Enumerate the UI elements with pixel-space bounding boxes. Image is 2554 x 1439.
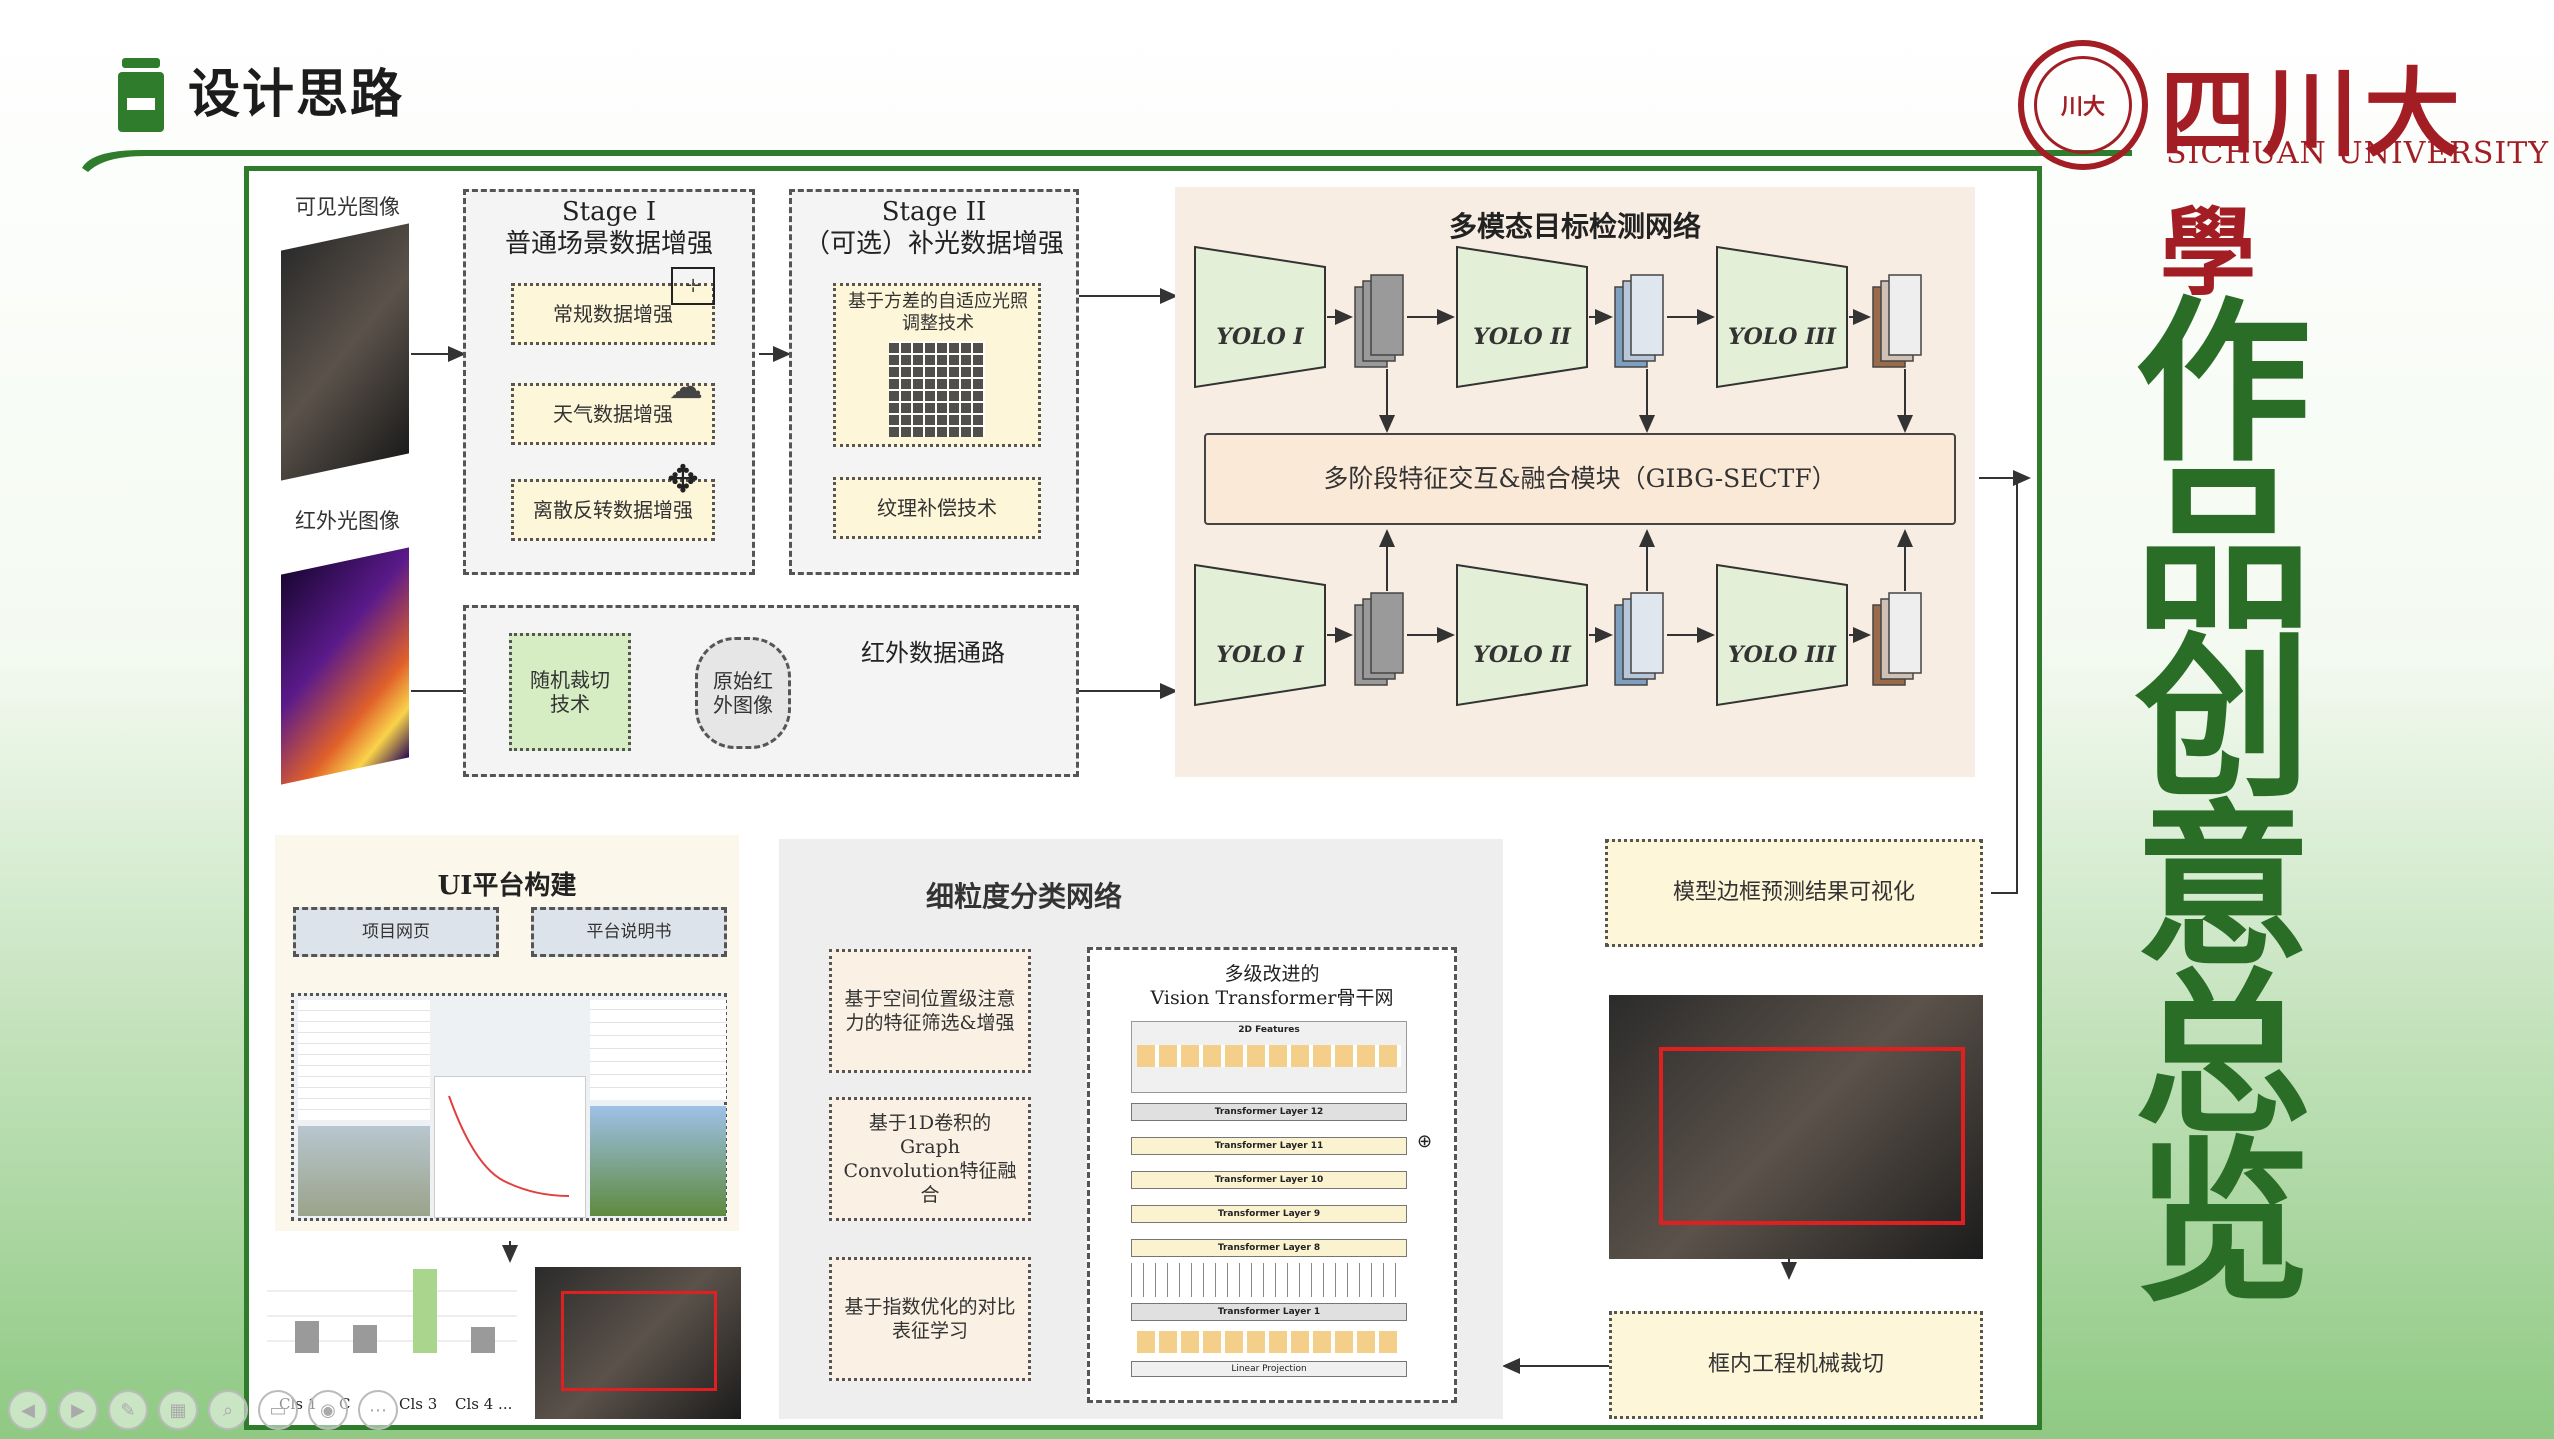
- university-seal-icon: 川大: [2018, 40, 2148, 170]
- input-tokens: [1137, 1331, 1401, 1353]
- title-bullet-icon: [118, 58, 164, 132]
- weather-cloud-icon: ☁: [669, 367, 703, 407]
- page-title: 设计思路: [188, 65, 405, 125]
- yolo2-bottom: YOLO II: [1473, 642, 1571, 668]
- next-slide-button[interactable]: ▶: [58, 1390, 98, 1430]
- linear-projection: Linear Projection: [1131, 1361, 1407, 1377]
- raw-ir-box: 原始红外图像: [695, 637, 791, 749]
- bar-label-3: Cls 3: [399, 1395, 438, 1413]
- stage1-item-weather: 天气数据增强: [511, 383, 715, 445]
- transformer-layer-1: Transformer Layer 1: [1131, 1303, 1407, 1321]
- slides-grid-icon[interactable]: ▦: [158, 1390, 198, 1430]
- features-2d-label: 2D Features: [1238, 1025, 1300, 1035]
- stage1-item-flip: 离散反转数据增强: [511, 479, 715, 541]
- manual-box: 平台说明书: [531, 907, 727, 957]
- bbox-visualization-box: 模型边框预测结果可视化: [1605, 839, 1983, 947]
- ui-platform-title: UI平台构建: [437, 871, 577, 901]
- yolo1-bottom: YOLO I: [1216, 642, 1304, 668]
- university-name-cn: 四川大學: [2160, 57, 2466, 309]
- detection-title: 多模态目标检测网络: [1448, 210, 1701, 243]
- layer-connections: [1131, 1263, 1407, 1297]
- yolo2-top: YOLO II: [1473, 324, 1571, 350]
- fusion-module: 多阶段特征交互&融合模块（GIBG-SECTF）: [1204, 433, 1956, 525]
- slogan-char: 总: [2134, 953, 2311, 1158]
- yolo-backbones: [1194, 245, 1922, 707]
- cropped-result-image: [535, 1267, 741, 1419]
- diagram-frame: 可见光图像 红外光图像 Stage I 普通场景数据增强 常规数据增强 ⊹ 天气…: [244, 166, 2042, 1430]
- vit-title-cn: 多级改进的: [1224, 963, 1320, 985]
- slogan-char: 创: [2134, 617, 2311, 822]
- previous-slide-button[interactable]: ◀: [8, 1390, 48, 1430]
- move-arrows-icon: ✥: [667, 457, 699, 501]
- transformer-layer-10: Transformer Layer 10: [1131, 1171, 1407, 1189]
- slogan-char: 意: [2134, 785, 2311, 990]
- subtitle-icon[interactable]: ▭: [258, 1390, 298, 1430]
- visible-light-image: [281, 223, 409, 481]
- camera-icon[interactable]: ◉: [308, 1390, 348, 1430]
- seal-text: 川大: [2060, 95, 2105, 120]
- augment-icon: ⊹: [671, 267, 715, 305]
- transformer-layer-11: Transformer Layer 11: [1131, 1137, 1407, 1155]
- stage1-subtitle: 普通场景数据增强: [504, 229, 713, 259]
- yolo1-top: YOLO I: [1216, 324, 1304, 350]
- university-name-en: SICHUAN UNIVERSITY: [2166, 136, 2550, 171]
- ir-path-title: 红外数据通路: [861, 639, 1005, 667]
- stage2-subtitle: （可选）补光数据增强: [803, 229, 1064, 259]
- adaptive-light-text: 基于方差的自适应光照调整技术: [848, 291, 1028, 334]
- zoom-icon[interactable]: ⌕: [208, 1390, 248, 1430]
- slogan-char: 览: [2134, 1121, 2311, 1326]
- spatial-attention-box: 基于空间位置级注意力的特征筛选&增强: [829, 949, 1031, 1073]
- slogan-char: 作: [2134, 281, 2311, 486]
- stage1-item-regular: 常规数据增强: [511, 283, 715, 345]
- contrastive-box: 基于指数优化的对比表征学习: [829, 1257, 1031, 1381]
- project-page-box: 项目网页: [293, 907, 499, 957]
- bar-label-4: Cls 4 ...: [455, 1395, 513, 1413]
- texture-compensation-box: 纹理补偿技术: [833, 477, 1041, 539]
- sum-icon: ⊕: [1417, 1131, 1433, 1152]
- header-divider: [82, 150, 2132, 172]
- transformer-layer-9: Transformer Layer 9: [1131, 1205, 1407, 1223]
- crop-machinery-box: 框内工程机械裁切: [1609, 1311, 1983, 1419]
- image-grid-thumbnail: [889, 341, 985, 437]
- infrared-image: [281, 547, 409, 785]
- transformer-layer-12: Transformer Layer 12: [1131, 1103, 1407, 1121]
- classification-title: 细粒度分类网络: [925, 880, 1122, 913]
- bbox-result-image: [1609, 995, 1983, 1259]
- visible-image-label: 可见光图像: [295, 195, 400, 219]
- slogan-char: 品: [2134, 449, 2311, 654]
- feature-tokens: [1137, 1045, 1401, 1067]
- class-bar-chart: [267, 1269, 517, 1353]
- slideshow-controls: ◀ ▶ ✎ ▦ ⌕ ▭ ◉ ⋯: [8, 1390, 398, 1430]
- slogan-vertical: 作 品 创 意 总 览: [2128, 281, 2318, 1326]
- vit-title-en: Vision Transformer骨干网: [1150, 987, 1394, 1009]
- random-crop-box: 随机裁切技术: [509, 633, 631, 751]
- yolo3-bottom: YOLO III: [1727, 642, 1837, 668]
- graph-conv-box: 基于1D卷积的Graph Convolution特征融合: [829, 1097, 1031, 1221]
- pen-tool-icon[interactable]: ✎: [108, 1390, 148, 1430]
- yolo3-top: YOLO III: [1727, 324, 1837, 350]
- transformer-layer-8: Transformer Layer 8: [1131, 1239, 1407, 1257]
- ui-screenshot: [291, 993, 727, 1221]
- stage1-title: Stage I: [561, 197, 657, 227]
- more-options-icon[interactable]: ⋯: [358, 1390, 398, 1430]
- stage2-title: Stage II: [881, 197, 987, 227]
- infrared-image-label: 红外光图像: [295, 509, 400, 533]
